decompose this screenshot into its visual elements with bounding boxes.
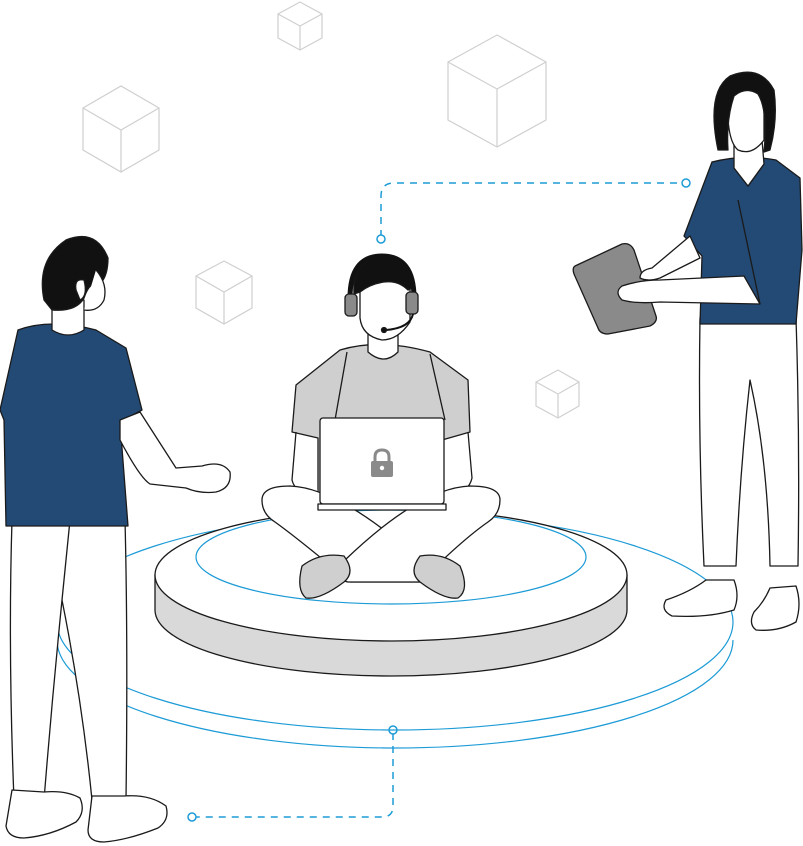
- cube-icon: [277, 1, 323, 51]
- agent-foot-left: [299, 554, 351, 599]
- node-dot: [187, 812, 197, 822]
- man-hair: [41, 235, 109, 311]
- connector-top: [380, 182, 682, 237]
- woman-pants: [698, 317, 800, 567]
- man-shoe-left: [5, 789, 83, 839]
- laptop-base: [317, 503, 447, 511]
- man-shirt: [0, 323, 143, 527]
- woman-arm-front: [617, 275, 761, 305]
- seated-agent: [261, 253, 501, 599]
- headset-icon: [344, 253, 419, 334]
- tablet-icon: [572, 242, 658, 335]
- man-shoe-right: [87, 795, 168, 843]
- cube-icon: [195, 260, 253, 325]
- man-ear: [75, 279, 86, 301]
- node-dot: [681, 178, 691, 188]
- dashed-connectors: [196, 182, 682, 818]
- woman-hair: [713, 71, 776, 153]
- decorative-cubes: [82, 1, 580, 419]
- standing-man: [0, 235, 231, 843]
- standing-woman: [572, 71, 803, 631]
- cube-icon: [447, 34, 547, 148]
- woman-shoe-left: [663, 579, 738, 618]
- agent-arm-right: [443, 431, 473, 494]
- agent-foot-right: [413, 554, 466, 599]
- woman-shoe-right: [750, 585, 800, 631]
- woman-arm-back: [639, 235, 701, 281]
- padlock-icon: [371, 448, 393, 477]
- agent-arm-left: [291, 431, 319, 494]
- connector-nodes: [187, 178, 691, 822]
- cube-icon: [82, 85, 160, 173]
- man-arm: [119, 411, 231, 494]
- cube-icon: [535, 369, 580, 419]
- connector-bottom: [196, 733, 394, 818]
- man-pants: [9, 519, 128, 801]
- node-dot: [376, 234, 386, 244]
